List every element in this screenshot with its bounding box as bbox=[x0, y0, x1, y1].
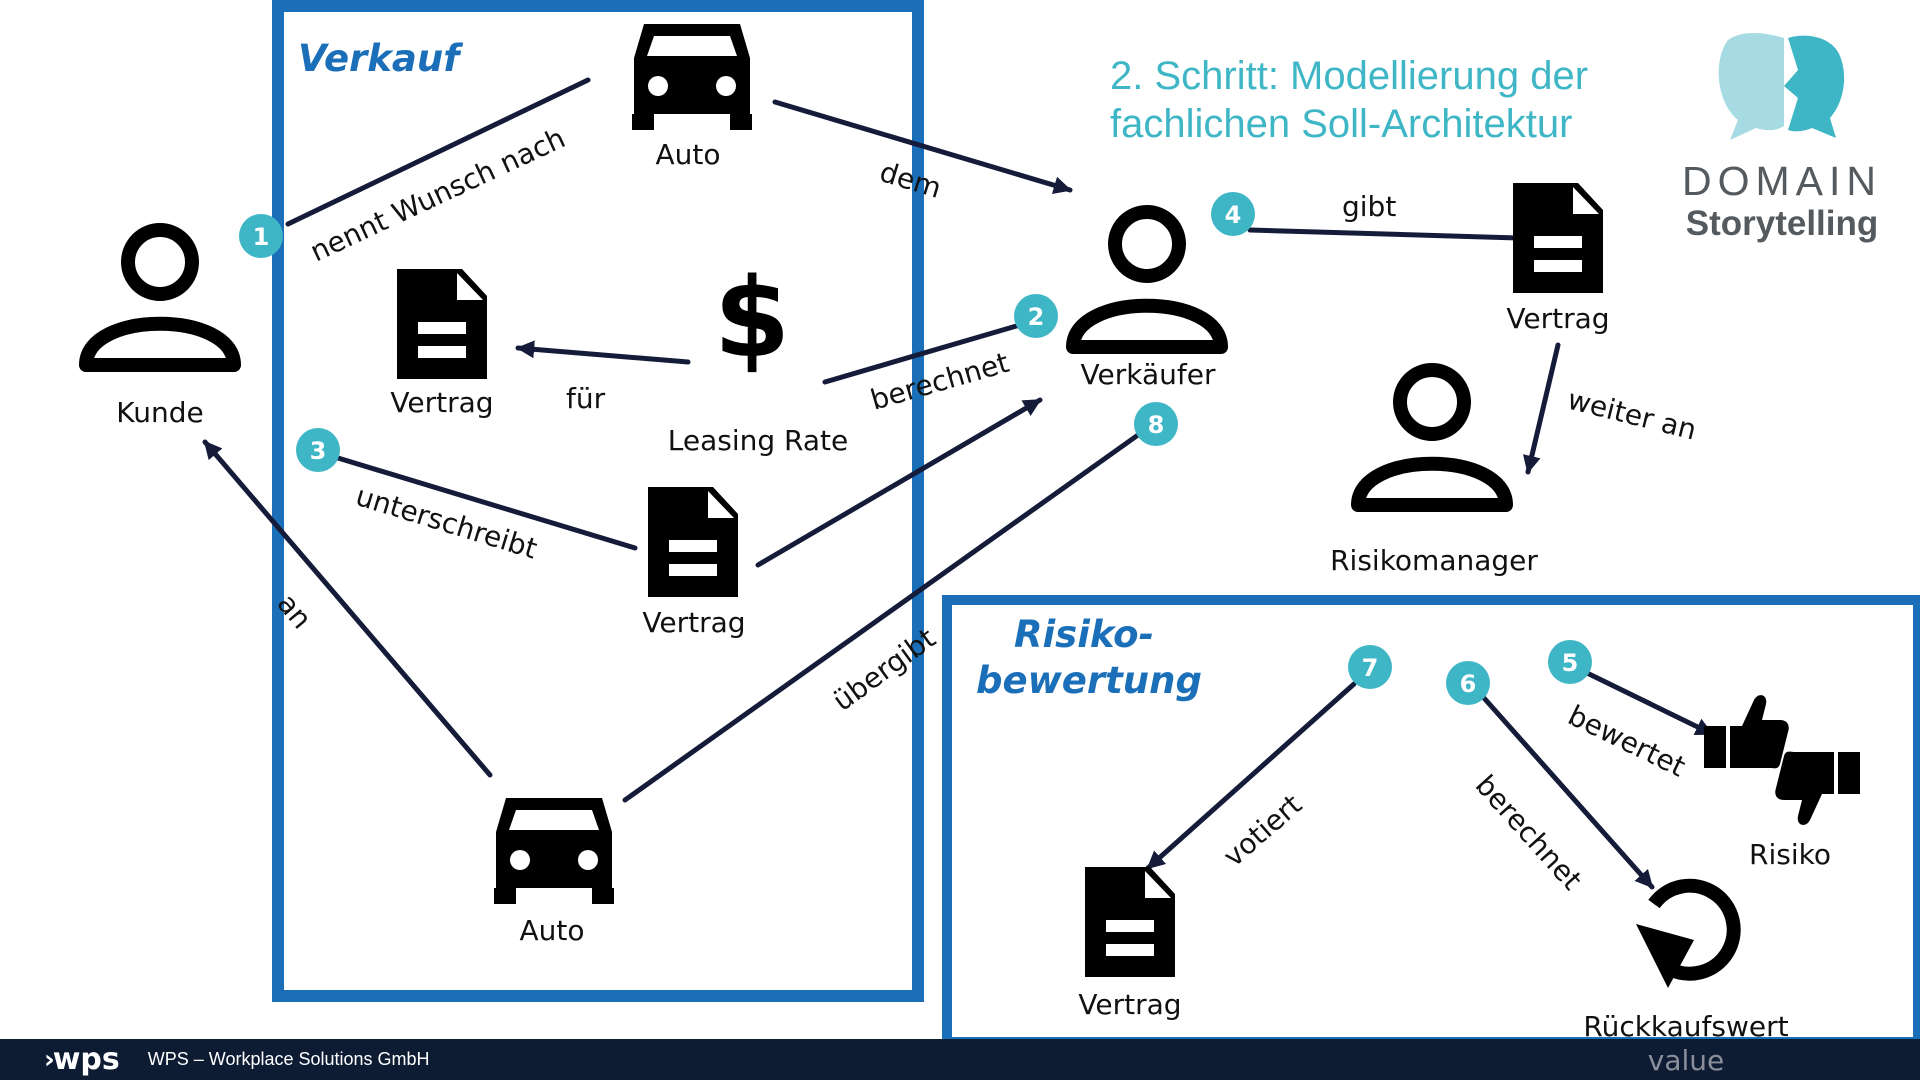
actor-label-risikomanager: Risikomanager bbox=[1330, 544, 1538, 577]
group-label-verkauf: Verkauf bbox=[298, 37, 460, 80]
arrow-vertrag-verkaeufer bbox=[755, 397, 1043, 568]
group-label-risiko-line2: bewertung bbox=[976, 659, 1202, 702]
step-number-8: 8 bbox=[1148, 411, 1165, 439]
group-label-risiko-line1: Risiko- bbox=[1014, 613, 1154, 656]
relation-label-fuer: für bbox=[566, 382, 606, 415]
brand-line-1: DOMAIN bbox=[1682, 158, 1882, 204]
step-number-3: 3 bbox=[310, 437, 327, 465]
step-badge-7 bbox=[1348, 645, 1392, 689]
arrow-risikomanager-vertrag bbox=[1145, 681, 1357, 871]
step-number-6: 6 bbox=[1460, 670, 1477, 698]
line-kunde-auto bbox=[285, 77, 591, 227]
step-number-4: 4 bbox=[1225, 201, 1242, 229]
arrow-risikomanager-risiko bbox=[1582, 669, 1715, 737]
relation-label-bewertet: bewertet bbox=[1563, 699, 1691, 784]
step-number-7: 7 bbox=[1362, 654, 1379, 682]
step-number-5: 5 bbox=[1562, 649, 1579, 677]
relation-label-gibt: gibt bbox=[1342, 190, 1396, 223]
document-icon-right bbox=[1513, 183, 1603, 293]
document-icon-left bbox=[397, 269, 487, 379]
step-badge-3 bbox=[296, 428, 340, 472]
work-object-label-vertrag-left: Vertrag bbox=[390, 386, 493, 419]
risikomanager-person-icon bbox=[1358, 370, 1506, 505]
arrow-risikomanager-rueckkaufswert bbox=[1481, 695, 1655, 890]
car-icon-bottom bbox=[494, 798, 614, 904]
relation-label-dem: dem bbox=[876, 155, 945, 205]
step-badge-4 bbox=[1211, 192, 1255, 236]
step-badge-1 bbox=[239, 214, 283, 258]
relation-label-uebergibt: übergibt bbox=[827, 622, 942, 718]
refresh-icon bbox=[1636, 878, 1741, 988]
actor-label-kunde: Kunde bbox=[116, 396, 203, 429]
verkaeufer-person-icon bbox=[1073, 212, 1221, 347]
dollar-icon: $ bbox=[714, 254, 791, 382]
step-badge-8 bbox=[1134, 402, 1178, 446]
line-verkaeufer-leasing bbox=[822, 319, 1033, 385]
car-icon-top bbox=[632, 24, 752, 130]
wps-logo: › wps bbox=[44, 1042, 120, 1077]
document-icon-risk bbox=[1085, 867, 1175, 977]
arrow-auto-kunde bbox=[202, 439, 493, 778]
arrow-leasing-vertrag bbox=[515, 340, 691, 365]
work-object-label-auto-bottom: Auto bbox=[519, 914, 584, 947]
step-badge-2 bbox=[1014, 294, 1058, 338]
step-badge-5 bbox=[1548, 640, 1592, 684]
step-badge-6 bbox=[1446, 661, 1490, 705]
relation-label-votiert: votiert bbox=[1217, 788, 1308, 873]
brand-line-2: Storytelling bbox=[1685, 204, 1879, 243]
arrow-auto-verkaeufer bbox=[772, 99, 1073, 194]
work-object-label-leasing-rate: Leasing Rate bbox=[668, 424, 848, 457]
wps-chevron-icon: › bbox=[44, 1044, 54, 1075]
work-object-label-rueckkaufswert: Rückkaufswert bbox=[1583, 1010, 1788, 1043]
line-auto-verkaeufer bbox=[622, 432, 1141, 803]
relation-label-berechnet-1: berechnet bbox=[867, 346, 1013, 417]
slide-title: 2. Schritt: Modellierung der fachlichen … bbox=[1110, 54, 1589, 146]
line-kunde-vertrag bbox=[335, 455, 638, 551]
work-object-label-auto-top: Auto bbox=[655, 138, 720, 171]
svg-text:$: $ bbox=[714, 254, 791, 382]
verkauf-group-box bbox=[272, 0, 924, 1002]
work-object-label-vertrag-middle: Vertrag bbox=[642, 606, 745, 639]
work-object-label-vertrag-right: Vertrag bbox=[1506, 302, 1609, 335]
actor-label-verkaeufer: Verkäufer bbox=[1081, 358, 1216, 391]
footer-bar: › wps WPS – Workplace Solutions GmbH bbox=[0, 1039, 1920, 1080]
step-number-1: 1 bbox=[253, 223, 270, 251]
wps-logo-text: wps bbox=[52, 1042, 120, 1077]
domain-storytelling-brand: DOMAIN Storytelling bbox=[1676, 158, 1888, 244]
work-object-label-vertrag-risk: Vertrag bbox=[1078, 988, 1181, 1021]
relation-label-berechnet-2: berechnet bbox=[1469, 769, 1589, 897]
line-verkaeufer-vertrag-right bbox=[1247, 227, 1521, 241]
work-object-label-risiko: Risiko bbox=[1749, 838, 1831, 871]
step-badges bbox=[239, 192, 1592, 705]
step-number-2: 2 bbox=[1028, 303, 1045, 331]
footer-company-text: WPS – Workplace Solutions GmbH bbox=[147, 1049, 430, 1069]
thumbs-up-down-icon bbox=[1704, 695, 1860, 825]
kunde-person-icon bbox=[86, 230, 234, 365]
domain-storytelling-logo-icon bbox=[1718, 33, 1845, 140]
document-icon-middle bbox=[648, 487, 738, 597]
arrow-vertrag-risikomanager bbox=[1522, 342, 1561, 475]
relation-label-weiter-an: weiter an bbox=[1564, 383, 1700, 447]
